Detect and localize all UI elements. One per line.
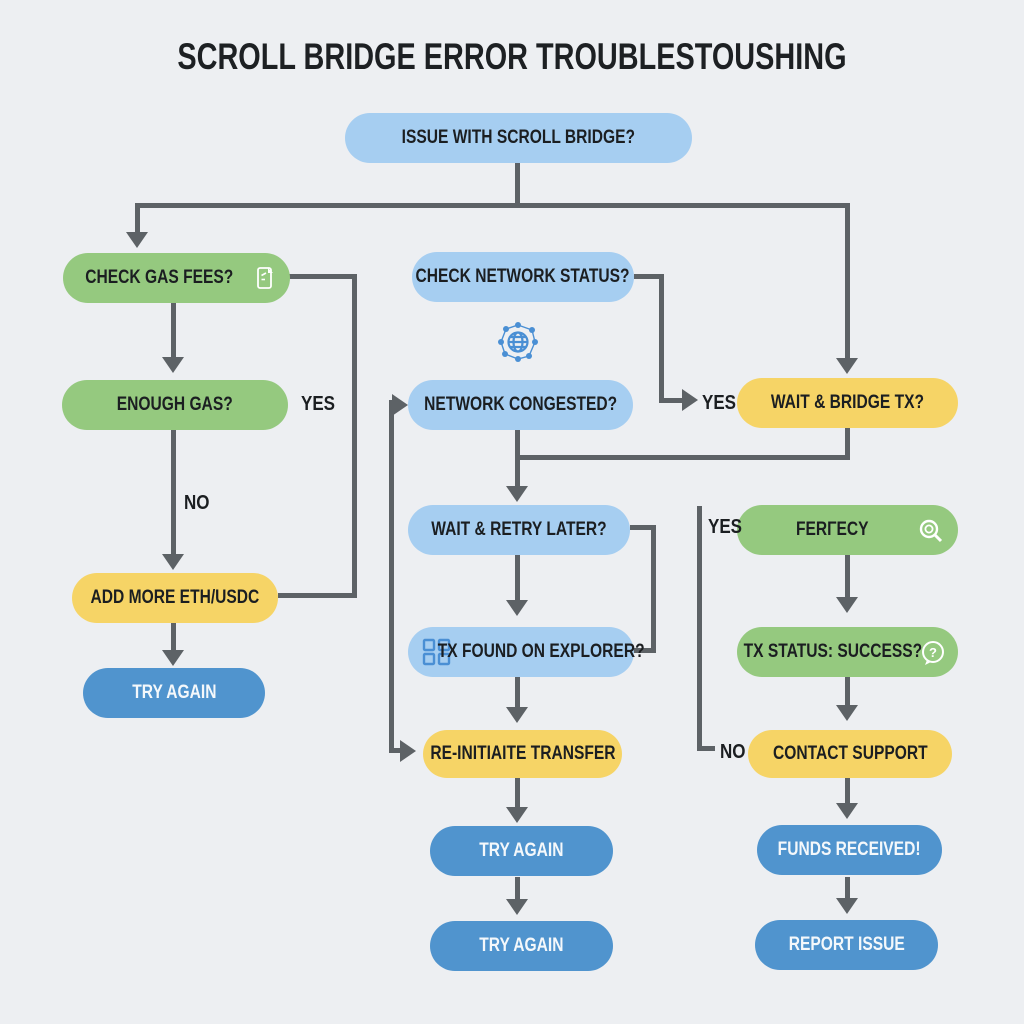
edge-label-yes-network: YES (702, 392, 737, 414)
connector (288, 274, 357, 279)
node-check-gas-fees: CHECK GAS FEES? (63, 253, 290, 303)
connector (515, 778, 520, 809)
connector (389, 400, 394, 750)
connector (515, 555, 520, 603)
connector (845, 877, 850, 901)
node-contact-support: CONTACT SUPPORT (748, 730, 952, 778)
node-issue-with-scroll-bridge: ISSUE WITH SCROLL BRIDGE? (345, 113, 692, 163)
node-enough-gas: ENOUGH GAS? (62, 380, 288, 430)
node-network-congested: NETWORK CONGESTED? (408, 380, 633, 430)
arrowhead (506, 707, 528, 723)
connector (634, 648, 656, 653)
arrowhead (162, 554, 184, 570)
connector (845, 428, 850, 460)
connector (515, 877, 520, 901)
svg-text:?: ? (929, 645, 937, 660)
node-add-more-eth-usdc: ADD MORE ETH/USDC (72, 573, 278, 623)
connector (845, 778, 850, 805)
arrowhead (506, 486, 528, 502)
network-globe-icon (498, 322, 538, 362)
arrowhead (682, 389, 698, 411)
magnifier-icon (919, 519, 943, 543)
arrowhead (506, 899, 528, 915)
arrowhead (392, 394, 408, 416)
connector (352, 274, 357, 598)
edge-label-yes-status: YES (708, 516, 743, 538)
arrowhead (162, 357, 184, 373)
connector (135, 203, 850, 208)
arrowhead (836, 597, 858, 613)
node-try-again-mid-2: TRY AGAIN (430, 921, 613, 971)
connector (515, 430, 520, 488)
connector (389, 748, 403, 753)
page-title: SCROLL BRIDGE ERROR TROUBLESTOUSHING (177, 36, 847, 77)
arrowhead (836, 803, 858, 819)
connector (171, 430, 176, 556)
edge-label-no-status: NO (720, 741, 746, 763)
node-re-initiate-transfer: RE-INITIAITE TRANSFER (423, 730, 622, 778)
arrowhead (400, 740, 416, 762)
node-report-issue: REPORT ISSUE (755, 920, 938, 970)
connector (845, 555, 850, 599)
node-try-again-mid-1: TRY AGAIN (430, 826, 613, 876)
connector (651, 525, 656, 653)
node-funds-received: FUNDS RECEIVED! (757, 825, 942, 875)
connector (515, 677, 520, 709)
connector (697, 506, 702, 751)
connector (518, 455, 848, 460)
arrowhead (836, 705, 858, 721)
arrowhead (162, 650, 184, 666)
connector (659, 398, 685, 403)
node-tx-status-success: TX STATUS: SUCCESS? ? (737, 627, 958, 677)
node-wait-and-bridge-tx: WAIT & BRIDGE TX? (737, 378, 958, 428)
node-try-again-left: TRY AGAIN (83, 668, 265, 718)
connector (630, 525, 656, 530)
connector (845, 206, 850, 360)
grid-icon (422, 638, 451, 666)
connector (278, 593, 357, 598)
edge-label-no-gas: NO (184, 492, 210, 514)
node-ferfecy: FERΓECY (737, 505, 958, 555)
connector (845, 677, 850, 707)
connector (135, 206, 140, 234)
connector (634, 274, 664, 279)
connector (171, 303, 176, 359)
connector (515, 163, 520, 207)
connector (697, 746, 715, 751)
arrowhead (506, 807, 528, 823)
connector (659, 274, 664, 403)
edge-label-yes-gas: YES (301, 393, 336, 415)
arrowhead (506, 600, 528, 616)
node-wait-and-retry-later: WAIT & RETRY LATER? (408, 505, 630, 555)
arrowhead (836, 358, 858, 374)
node-tx-found-on-explorer: TX FOUND ON EXPLORER? (408, 627, 644, 677)
gas-receipt-icon (257, 267, 273, 289)
question-bubble-icon: ? (922, 641, 944, 665)
node-check-network-status: CHECK NETWORK STATUS? (412, 252, 634, 302)
arrowhead (126, 232, 148, 248)
connector (171, 623, 176, 652)
arrowhead (836, 898, 858, 914)
